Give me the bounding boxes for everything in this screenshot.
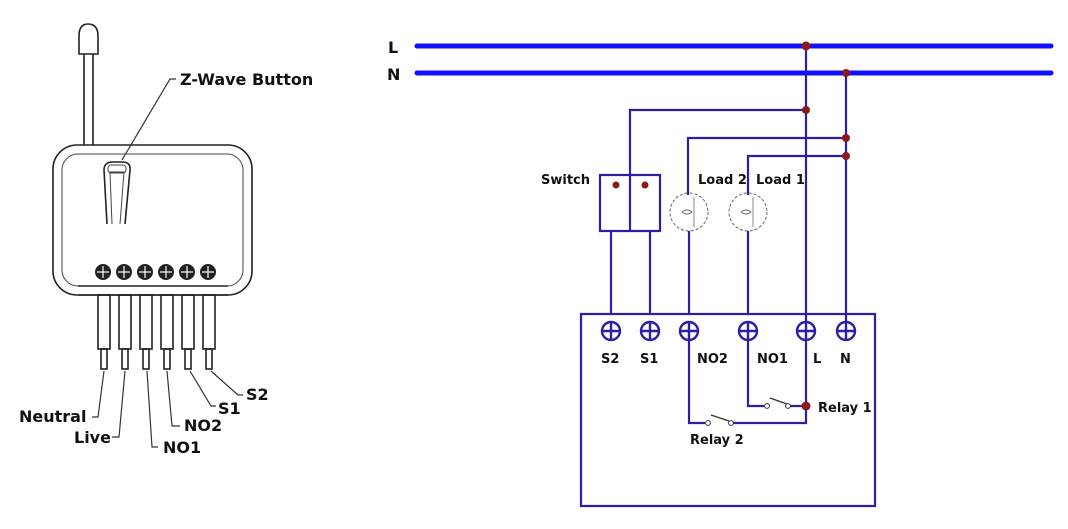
terminal-label-l: L xyxy=(813,352,821,367)
terminal-no1 xyxy=(737,320,759,342)
terminal-label-s2: S2 xyxy=(601,352,619,367)
terminal-label-n: N xyxy=(840,352,851,367)
load1-neutral-wire xyxy=(746,154,846,195)
relay-1-label: Relay 1 xyxy=(818,401,872,416)
switch-contact-dot xyxy=(641,181,649,189)
wire-label-s1: S1 xyxy=(218,399,241,418)
module-box xyxy=(579,312,877,508)
wire-no2 xyxy=(160,294,174,370)
switch xyxy=(598,173,662,314)
screw-icon xyxy=(200,264,216,280)
switch-label: Switch xyxy=(541,173,590,188)
wire-label-no1: NO1 xyxy=(163,438,201,457)
terminal-screws xyxy=(95,264,216,280)
screw-icon xyxy=(179,264,195,280)
device-wires xyxy=(97,294,216,370)
terminal-no2 xyxy=(678,320,700,342)
screw-icon xyxy=(137,264,153,280)
load-1-lamp-icon xyxy=(728,192,768,314)
wire-label-live: Live xyxy=(74,428,111,447)
terminal-n xyxy=(835,320,857,342)
relay-2-label: Relay 2 xyxy=(690,433,744,448)
wire-label-s2: S2 xyxy=(246,385,269,404)
terminal-s2 xyxy=(600,320,622,342)
relay-1-contact-icon xyxy=(764,397,791,409)
switch-feed-wire xyxy=(628,108,806,231)
relay-2-contact-icon xyxy=(705,414,734,426)
junction-dot xyxy=(801,401,811,411)
wire-s2 xyxy=(202,294,216,370)
relay1-no1-wire xyxy=(746,340,764,408)
load-2-label: Load 2 xyxy=(698,173,747,188)
wire-label-neutral: Neutral xyxy=(19,407,86,426)
wire-label-no2: NO2 xyxy=(184,416,222,435)
terminal-l xyxy=(795,320,817,342)
zwave-button-label: Z-Wave Button xyxy=(180,70,313,89)
terminal-label-no2: NO2 xyxy=(697,352,728,367)
junction-dot xyxy=(842,134,850,142)
junction-dot xyxy=(802,106,810,114)
terminal-label-s1: S1 xyxy=(640,352,658,367)
switch-contact-dot xyxy=(612,181,620,189)
wire-s1 xyxy=(181,294,195,370)
load-1-label: Load 1 xyxy=(756,173,805,188)
load2-neutral-wire xyxy=(686,136,846,195)
screw-icon xyxy=(158,264,174,280)
relay-common-wire xyxy=(733,340,808,425)
terminal-label-no1: NO1 xyxy=(757,352,788,367)
leader-lines xyxy=(92,78,243,448)
terminal-s1 xyxy=(639,320,661,342)
relay2-no2-wire xyxy=(687,340,705,425)
device-illustration: Z-Wave Button Neutral Live NO1 NO2 S1 S2 xyxy=(19,23,313,457)
schematic: L N Switch xyxy=(387,38,1054,508)
junction-dot xyxy=(801,41,811,51)
load-2-lamp-icon xyxy=(669,192,709,314)
zwave-button[interactable] xyxy=(103,161,131,225)
screw-icon xyxy=(95,264,111,280)
junction-dots xyxy=(801,41,850,411)
bus-label-neutral: N xyxy=(387,65,400,84)
junction-dot xyxy=(842,152,850,160)
screw-icon xyxy=(116,264,132,280)
bus-label-live: L xyxy=(388,38,398,57)
wire-live xyxy=(118,294,132,370)
antenna xyxy=(78,23,99,145)
wire-neutral xyxy=(97,294,111,370)
wire-no1 xyxy=(139,294,153,370)
junction-dot xyxy=(842,69,850,77)
